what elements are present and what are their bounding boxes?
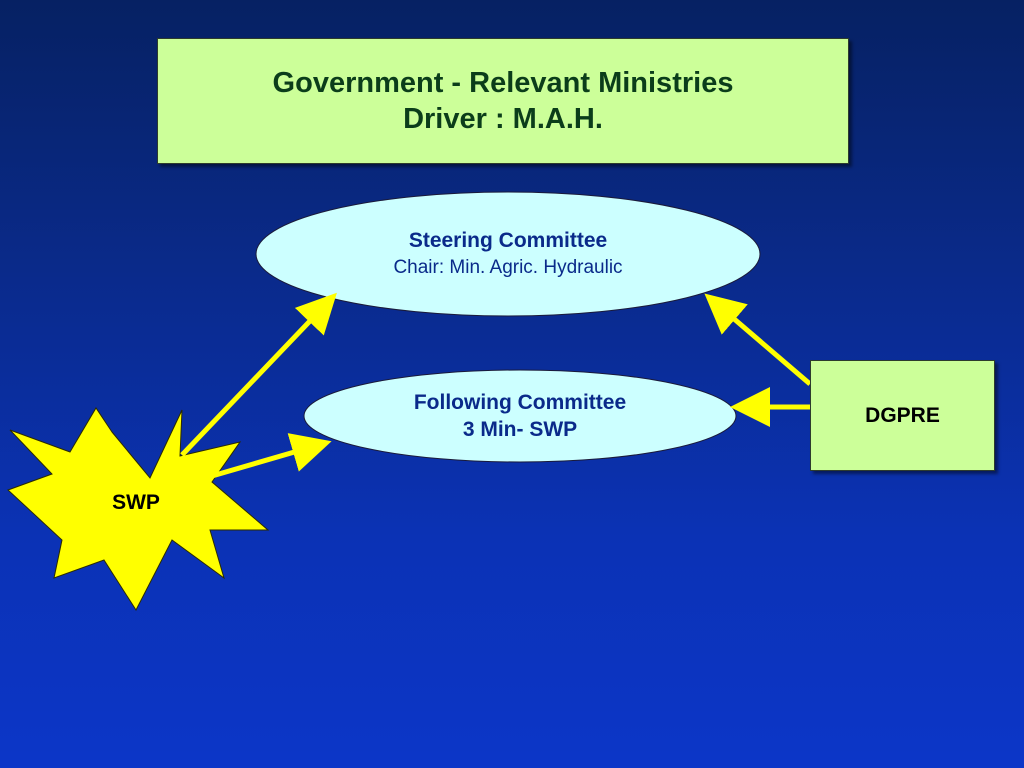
steering-committee-title: Steering Committee [408,229,608,252]
government-title: Government - Relevant Ministries [272,67,734,99]
driver-title: Driver : M.A.H. [403,103,603,135]
arrow-dgpre-to-steering [704,293,812,386]
following-committee-title: Following Committee [413,391,627,414]
dgpre-box: DGPRE [810,360,995,471]
steering-committee-node: Steering Committee Chair: Min. Agric. Hy… [256,192,760,316]
arrow-swp-to-steering [180,292,337,457]
swp-starburst [7,407,270,612]
steering-committee-ellipse [255,191,761,317]
arrow-swp-to-following [211,433,332,479]
swp-node: SWP [96,488,176,518]
following-committee-members: 3 Min- SWP [462,418,578,441]
following-committee-node: Following Committee 3 Min- SWP [304,370,736,462]
steering-committee-chair: Chair: Min. Agric. Hydraulic [393,257,623,278]
government-ministries-box: Government - Relevant Ministries Driver … [157,38,849,164]
dgpre-label: DGPRE [865,403,940,427]
swp-label: SWP [112,491,160,514]
